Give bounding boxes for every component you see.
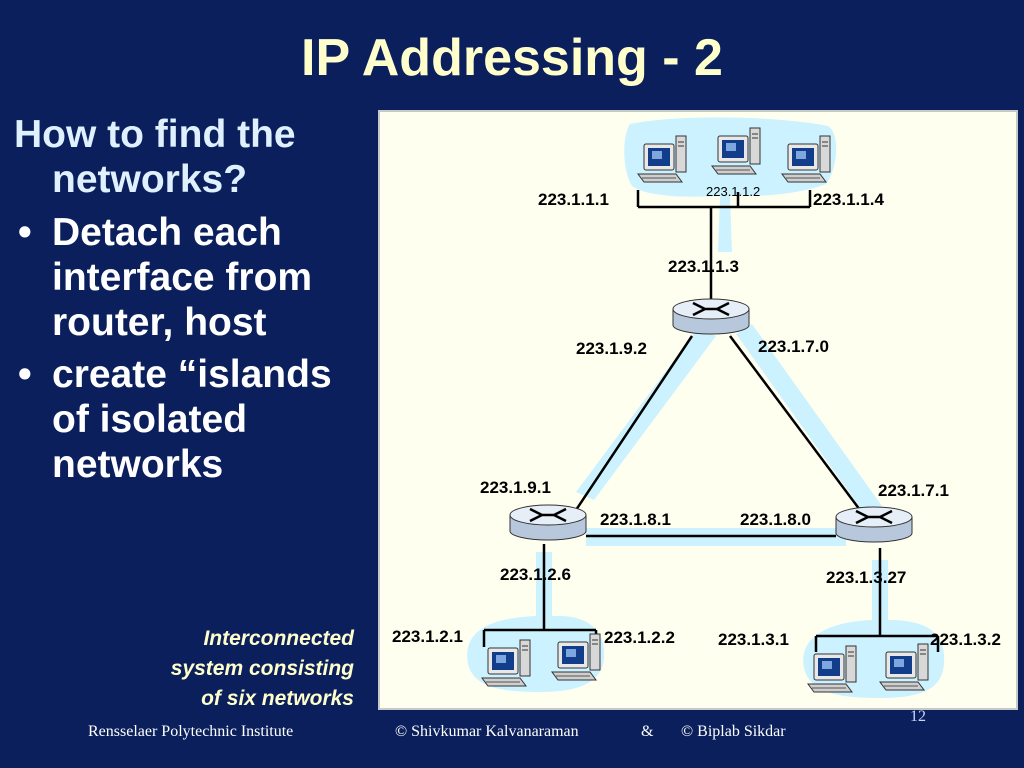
page-number: 12 xyxy=(910,708,926,725)
link-top-right xyxy=(728,335,862,511)
ip-label: 223.1.9.2 xyxy=(576,339,647,358)
router-icon xyxy=(508,503,588,542)
ip-label: 223.1.2.1 xyxy=(392,627,463,646)
island-right-link xyxy=(736,324,882,516)
bullet-icon: • xyxy=(18,211,32,254)
footer-copyright-1: © Shivkumar Kalvanaraman xyxy=(395,723,579,740)
bullet-item: • create “islands of isolated networks xyxy=(14,352,364,487)
bullet-text: Detach each interface from router, host xyxy=(52,211,313,344)
footer-copyright-2: © Biplab Sikdar xyxy=(681,723,786,740)
interface-labels: 223.1.1.1 223.1.1.2 223.1.1.4 223.1.1.3 … xyxy=(392,184,1001,649)
ip-label: 223.1.8.1 xyxy=(600,510,671,529)
ip-label: 223.1.1.1 xyxy=(538,190,609,209)
slide-title: IP Addressing - 2 xyxy=(301,29,723,87)
footer-ampersand: & xyxy=(641,723,654,740)
footer-institution: Rensselaer Polytechnic Institute xyxy=(88,723,294,740)
network-links xyxy=(482,190,940,652)
ip-label: 223.1.2.6 xyxy=(500,565,571,584)
router-icon xyxy=(671,297,751,336)
ip-label: 223.1.1.2 xyxy=(706,184,760,199)
ip-label: 223.1.9.1 xyxy=(480,478,551,497)
caption-line: Interconnected xyxy=(203,627,354,650)
ip-label: 223.1.1.4 xyxy=(813,190,884,209)
lead-question: How to find the networks? xyxy=(14,113,296,201)
bullet-icon: • xyxy=(18,353,32,396)
bullet-text: create “islands of isolated networks xyxy=(52,353,332,486)
diagram-caption: Interconnected system consisting of six … xyxy=(110,624,354,714)
caption-line: of six networks xyxy=(201,687,354,710)
network-diagram: 223.1.1.1 223.1.1.2 223.1.1.4 223.1.1.3 … xyxy=(378,110,1018,710)
ip-label: 223.1.2.2 xyxy=(604,628,675,647)
ip-label: 223.1.7.0 xyxy=(758,337,829,356)
ip-label: 223.1.8.0 xyxy=(740,510,811,529)
bullet-list: How to find the networks? • Detach each … xyxy=(14,112,364,494)
ip-label: 223.1.3.1 xyxy=(718,630,789,649)
ip-label: 223.1.3.27 xyxy=(826,568,906,587)
ip-label: 223.1.3.2 xyxy=(930,630,1001,649)
caption-line: system consisting xyxy=(170,657,354,680)
ip-label: 223.1.1.3 xyxy=(668,257,739,276)
ip-label: 223.1.7.1 xyxy=(878,481,949,500)
network-diagram-svg: 223.1.1.1 223.1.1.2 223.1.1.4 223.1.1.3 … xyxy=(392,117,1001,698)
bullet-item: • Detach each interface from router, hos… xyxy=(14,210,364,345)
link-top-left xyxy=(574,335,694,511)
router-icon xyxy=(834,505,914,544)
